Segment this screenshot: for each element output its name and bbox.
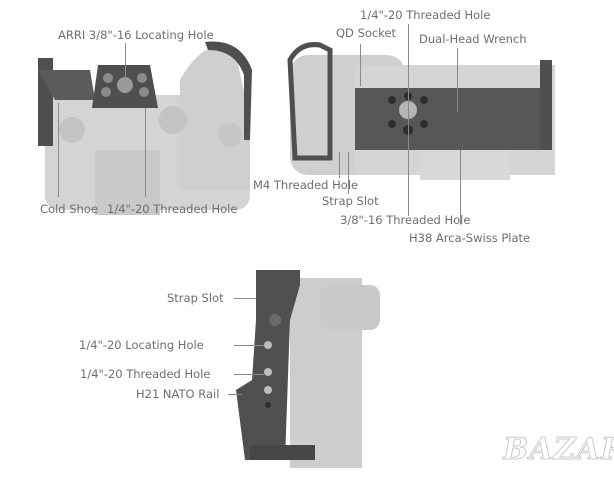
leader-line	[360, 44, 361, 86]
leader-line	[145, 108, 146, 197]
leader-line	[339, 152, 340, 178]
leader-line	[228, 394, 242, 395]
side-view-cage	[236, 270, 315, 460]
label-locating-hole-side: 1/4"-20 Locating Hole	[79, 338, 204, 352]
top-view-camera	[45, 46, 250, 215]
label-arri-locating-hole: ARRI 3/8"-16 Locating Hole	[58, 28, 214, 42]
watermark-logo: BAZAR	[503, 432, 614, 468]
label-qd-socket: QD Socket	[336, 26, 397, 40]
label-threaded-hole-side: 1/4"-20 Threaded Hole	[80, 367, 211, 381]
leader-line	[125, 43, 126, 78]
label-quarter-threaded-hole: 1/4"-20 Threaded Hole	[360, 8, 491, 22]
leader-line	[348, 152, 349, 194]
leader-line	[234, 374, 264, 375]
label-arca-swiss-plate: H38 Arca-Swiss Plate	[409, 231, 531, 245]
label-dual-head-wrench: Dual-Head Wrench	[419, 32, 527, 46]
leader-line	[457, 48, 458, 112]
label-strap-slot-bottom: Strap Slot	[322, 194, 379, 208]
side-view-camera	[290, 278, 380, 468]
label-three-eighths-threaded-hole: 3/8"-16 Threaded Hole	[340, 213, 471, 227]
top-view-cage	[38, 41, 252, 146]
leader-line	[234, 298, 256, 299]
label-threaded-hole-top: 1/4"-20 Threaded Hole	[107, 202, 238, 216]
bottom-view-cage	[287, 42, 552, 161]
leader-line	[234, 345, 264, 346]
label-strap-slot-side: Strap Slot	[167, 291, 224, 305]
leader-line	[408, 24, 409, 216]
label-m4-threaded-hole: M4 Threaded Hole	[253, 178, 359, 192]
label-cold-shoe: Cold Shoe	[40, 202, 98, 216]
label-nato-rail: H21 NATO Rail	[136, 387, 220, 401]
leader-line	[58, 103, 59, 197]
leader-line	[460, 150, 461, 225]
